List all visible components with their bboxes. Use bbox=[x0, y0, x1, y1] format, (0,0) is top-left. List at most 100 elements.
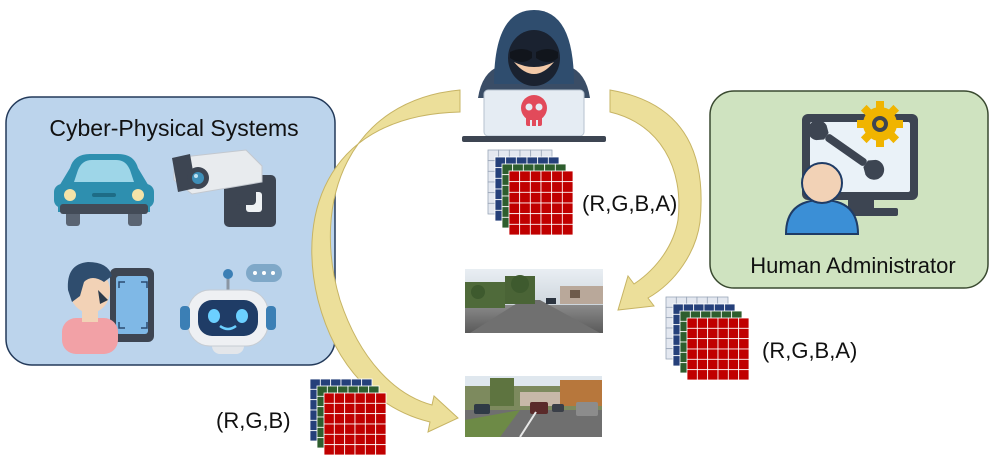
tensor-cell bbox=[375, 444, 387, 456]
tensor-cell bbox=[727, 317, 740, 329]
tensor-cell bbox=[333, 423, 346, 435]
tensor-cell bbox=[519, 191, 531, 204]
tensor-cell bbox=[717, 327, 729, 340]
tensor-cell bbox=[686, 327, 698, 340]
tensor-cell bbox=[738, 317, 750, 329]
face-recognition-phone-icon bbox=[62, 262, 154, 354]
tensor-cell bbox=[540, 170, 553, 183]
tensor-cell bbox=[561, 213, 574, 225]
tensor-cell bbox=[529, 170, 542, 183]
tensor-cell bbox=[519, 181, 531, 193]
tensor-cell bbox=[529, 202, 542, 215]
tensor-cell bbox=[551, 202, 563, 215]
administrator-person-icon bbox=[784, 162, 860, 235]
tensor-cell bbox=[561, 191, 574, 204]
tensor-cell bbox=[354, 402, 366, 415]
channel-layer bbox=[686, 317, 750, 381]
skull-icon bbox=[521, 95, 547, 126]
tensor-cell bbox=[540, 213, 553, 225]
tensor-cell bbox=[707, 369, 719, 381]
security-camera-icon bbox=[172, 149, 276, 227]
cps-panel: Cyber-Physical Systems bbox=[5, 96, 336, 366]
tensor-cell bbox=[686, 317, 698, 329]
tensor-cell bbox=[364, 413, 377, 425]
tensor-cell bbox=[364, 402, 377, 415]
rgba-label-top: (R,G,B,A) bbox=[582, 191, 677, 216]
tensor-cell bbox=[519, 170, 531, 183]
tensor-cell bbox=[519, 213, 531, 225]
tensor-cell bbox=[727, 338, 740, 350]
tensor-cell bbox=[333, 433, 346, 446]
tensor-cell bbox=[561, 181, 574, 193]
admin-panel: Human Administrator bbox=[709, 90, 989, 289]
tensor-cell bbox=[333, 444, 346, 456]
tensor-cell bbox=[686, 358, 698, 371]
tensor-cell bbox=[686, 348, 698, 360]
tensor-cell bbox=[717, 338, 729, 350]
tensor-cell bbox=[738, 338, 750, 350]
tensor-cell bbox=[344, 392, 356, 404]
tensor-cell bbox=[333, 413, 346, 425]
tensor-cell bbox=[364, 444, 377, 456]
tensor-cell bbox=[354, 433, 366, 446]
tensor-cell bbox=[344, 444, 356, 456]
tensor-cell bbox=[354, 413, 366, 425]
tensor-cell bbox=[727, 369, 740, 381]
tensor-cell bbox=[508, 213, 521, 225]
flow-arrows bbox=[311, 89, 702, 433]
tensor-cell bbox=[529, 213, 542, 225]
tensor-cell bbox=[551, 181, 563, 193]
tensor-cell bbox=[561, 202, 574, 215]
tensor-cell bbox=[344, 433, 356, 446]
tensor-cell bbox=[333, 392, 346, 404]
tensor-cell bbox=[727, 358, 740, 371]
tensor-cell bbox=[551, 213, 563, 225]
tensor-cell bbox=[717, 369, 729, 381]
arrow-hacker-to-admin-side bbox=[609, 89, 702, 311]
tensor-cell bbox=[738, 358, 750, 371]
tensor-cell bbox=[364, 433, 377, 446]
tensor-cell bbox=[375, 423, 387, 435]
tensor-cell bbox=[364, 423, 377, 435]
admin-panel-title: Human Administrator bbox=[750, 253, 955, 278]
tensor-cell bbox=[508, 191, 521, 204]
tensor-cell bbox=[540, 202, 553, 215]
rgb-label-left: (R,G,B) bbox=[216, 408, 291, 433]
tensor-cell bbox=[508, 202, 521, 215]
tensor-cell bbox=[354, 444, 366, 456]
tensor-cell bbox=[508, 170, 521, 183]
tensor-cell bbox=[333, 402, 346, 415]
tensor-cell bbox=[323, 444, 335, 456]
tensor-cell bbox=[727, 348, 740, 360]
hooded-hacker-skull-laptop-icon bbox=[462, 10, 606, 142]
tensor-cell bbox=[540, 181, 553, 193]
cps-panel-title: Cyber-Physical Systems bbox=[49, 115, 298, 141]
tensor-cell bbox=[707, 338, 719, 350]
tensor-cell bbox=[323, 392, 335, 404]
tensor-cell bbox=[738, 327, 750, 340]
tensor-cell bbox=[540, 191, 553, 204]
tensor-cell bbox=[551, 191, 563, 204]
tensor-cell bbox=[561, 170, 574, 183]
tensor-cell bbox=[519, 223, 531, 236]
tensor-cell bbox=[323, 423, 335, 435]
tensor-cell bbox=[529, 191, 542, 204]
tensor-cell bbox=[686, 369, 698, 381]
tensor-cell bbox=[375, 433, 387, 446]
tensor-cell bbox=[561, 223, 574, 236]
rgba-label-right: (R,G,B,A) bbox=[762, 338, 857, 363]
tensor-cell bbox=[551, 170, 563, 183]
tensor-cell bbox=[696, 327, 709, 340]
channel-layer bbox=[508, 170, 574, 236]
tensor-cell bbox=[738, 369, 750, 381]
tensor-cell bbox=[717, 317, 729, 329]
tensor-cell bbox=[508, 181, 521, 193]
rgb-tensor-left bbox=[309, 378, 387, 456]
tensor-cell bbox=[540, 223, 553, 236]
tensor-cell bbox=[717, 348, 729, 360]
chatbot-robot-icon bbox=[180, 264, 282, 354]
rgba-tensor-top bbox=[487, 149, 574, 236]
tensor-cell bbox=[717, 358, 729, 371]
tensor-cell bbox=[707, 327, 719, 340]
